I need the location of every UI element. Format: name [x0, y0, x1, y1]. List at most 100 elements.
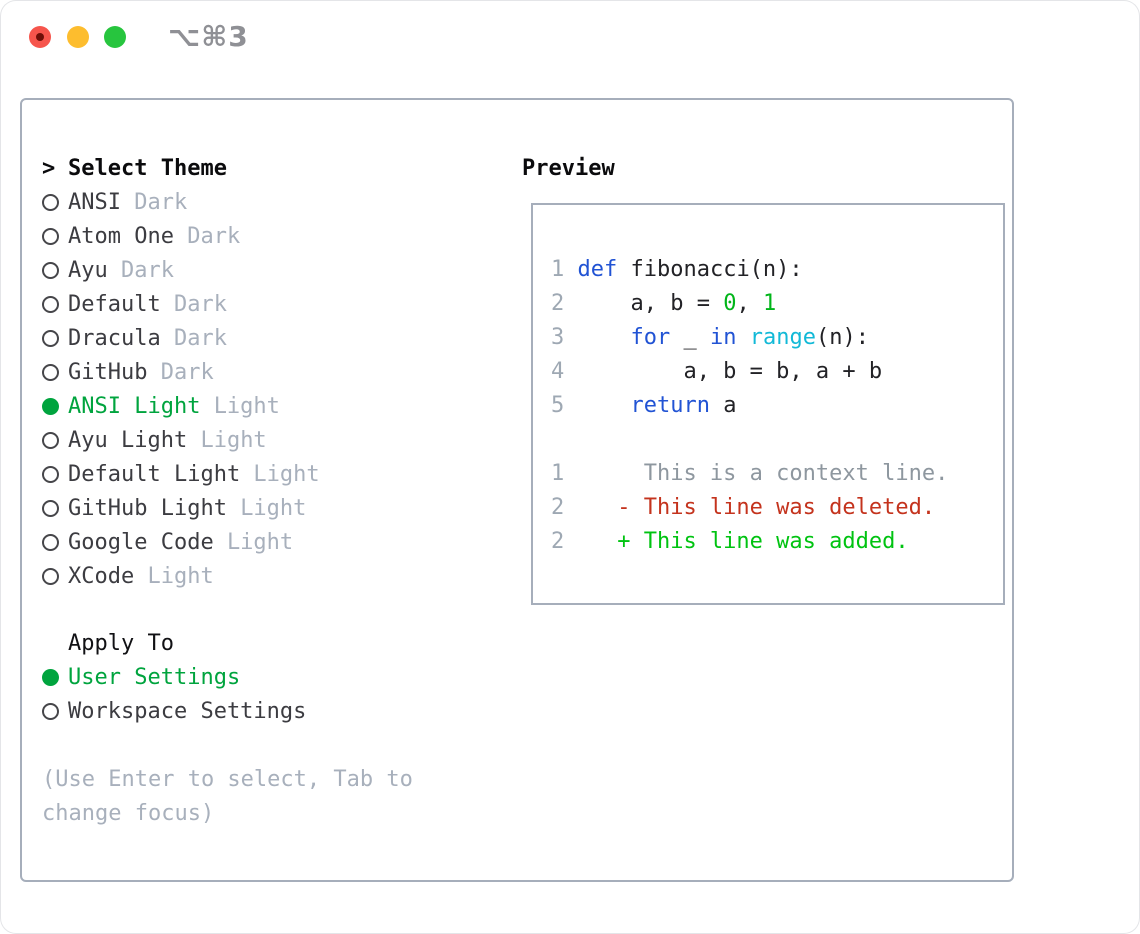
radio-unselected-icon: [42, 329, 68, 347]
code-text: [577, 393, 630, 418]
radio-unselected-icon: [42, 465, 68, 483]
radio-unselected-icon: [42, 363, 68, 381]
theme-option-ayu-dark[interactable]: Ayu Dark: [42, 253, 413, 287]
radio-unselected-icon: [42, 261, 68, 279]
radio-unselected-icon: [42, 533, 68, 551]
zoom-button-icon[interactable]: [104, 26, 126, 48]
close-button-icon[interactable]: [29, 26, 51, 48]
apply-option-label: User Settings: [68, 664, 241, 690]
diff-deleted-line: 2 - This line was deleted.: [551, 490, 985, 524]
theme-option-google-code-light[interactable]: Google Code Light: [42, 525, 413, 559]
line-number: 2: [551, 290, 565, 316]
code-keyword: return: [630, 392, 710, 418]
code-number: 0: [723, 290, 737, 316]
theme-name: ANSI: [68, 189, 121, 215]
theme-tag: Light: [213, 393, 280, 419]
theme-option-ansi-dark[interactable]: ANSI Dark: [42, 185, 413, 219]
line-number: 2: [551, 528, 565, 554]
spacer: [42, 593, 413, 626]
theme-list: > Select Theme ANSI Dark Atom One Dark A…: [42, 151, 413, 830]
cursor-icon: >: [42, 155, 56, 181]
theme-name: Ayu: [68, 257, 108, 283]
theme-name: Default Light: [68, 461, 241, 487]
theme-tag: Light: [147, 563, 214, 589]
code-line: 2 a, b = 0, 1: [551, 286, 985, 320]
diff-context-line: 1 This is a context line.: [551, 456, 985, 490]
radio-unselected-icon: [42, 295, 68, 313]
line-number: 5: [551, 392, 565, 418]
line-number: 1: [551, 460, 565, 486]
diff-added-line: 2 + This line was added.: [551, 524, 985, 558]
diff-context-text: This is a context line.: [577, 460, 949, 486]
line-number: 2: [551, 494, 565, 520]
code-line: 5 return a: [551, 388, 985, 422]
code-keyword: for: [630, 324, 671, 350]
line-number: 4: [551, 358, 565, 384]
diff-added-text: + This line was added.: [577, 528, 909, 554]
code-text: a, b = b, a + b: [577, 358, 883, 384]
theme-picker-panel: > Select Theme ANSI Dark Atom One Dark A…: [20, 98, 1014, 882]
theme-tag: Dark: [173, 291, 227, 317]
diff-deleted-text: - This line was deleted.: [577, 494, 936, 520]
theme-option-dracula-dark[interactable]: Dracula Dark: [42, 321, 413, 355]
radio-selected-icon: [42, 397, 68, 415]
code-text: _: [670, 324, 710, 350]
code-text: a, b =: [577, 290, 724, 316]
code-text: fibonacci(n):: [617, 256, 803, 282]
theme-option-ansi-light[interactable]: ANSI Light Light: [42, 389, 413, 423]
radio-selected-icon: [42, 668, 68, 686]
code-preview-box: 1 def fibonacci(n): 2 a, b = 0, 1 3 for _…: [531, 203, 1005, 605]
theme-name: Atom One: [68, 223, 174, 249]
apply-option-label: Workspace Settings: [68, 698, 307, 724]
apply-to-header: Apply To: [68, 630, 174, 656]
code-number: 1: [762, 290, 777, 316]
line-number: 3: [551, 324, 565, 350]
theme-tag: Light: [240, 495, 307, 521]
theme-tag: Dark: [120, 257, 174, 283]
code-text: a: [709, 392, 737, 418]
theme-option-default-light[interactable]: Default Light Light: [42, 457, 413, 491]
minimize-button-icon[interactable]: [67, 26, 89, 48]
theme-tag: Light: [200, 427, 267, 453]
radio-unselected-icon: [42, 193, 68, 211]
theme-option-atom-one-dark[interactable]: Atom One Dark: [42, 219, 413, 253]
theme-option-github-light[interactable]: GitHub Light Light: [42, 491, 413, 525]
theme-tag: Dark: [160, 359, 214, 385]
radio-unselected-icon: [42, 227, 68, 245]
theme-name: XCode: [68, 563, 135, 589]
theme-option-github-dark[interactable]: GitHub Dark: [42, 355, 413, 389]
theme-name: Default: [68, 291, 161, 317]
radio-unselected-icon: [42, 499, 68, 517]
line-number: 1: [551, 256, 565, 282]
theme-name: GitHub: [68, 359, 148, 385]
code-text: (n):: [815, 324, 869, 350]
code-text: [577, 325, 630, 350]
theme-tag: Light: [253, 461, 320, 487]
help-text-line-1: (Use Enter to select, Tab to: [42, 766, 413, 792]
radio-unselected-icon: [42, 431, 68, 449]
radio-unselected-icon: [42, 567, 68, 585]
apply-option-workspace-settings[interactable]: Workspace Settings: [42, 694, 413, 728]
theme-name: GitHub Light: [68, 495, 227, 521]
code-line: 3 for _ in range(n):: [551, 320, 985, 354]
code-keyword: def: [577, 256, 618, 282]
code-builtin: range: [749, 324, 816, 350]
code-line: 4 a, b = b, a + b: [551, 354, 985, 388]
theme-name: Google Code: [68, 529, 214, 555]
titlebar: ⌥⌘3: [0, 0, 1140, 74]
theme-option-ayu-light[interactable]: Ayu Light Light: [42, 423, 413, 457]
theme-option-default-dark[interactable]: Default Dark: [42, 287, 413, 321]
select-theme-header-row: > Select Theme: [42, 151, 413, 185]
spacer: [42, 728, 413, 762]
code-text: ,: [736, 290, 763, 316]
theme-tag: Dark: [187, 223, 241, 249]
theme-tag: Light: [226, 529, 294, 555]
help-text-line-2: change focus): [42, 800, 215, 826]
apply-to-header-row: Apply To: [42, 626, 413, 660]
apply-option-user-settings[interactable]: User Settings: [42, 660, 413, 694]
window-title: ⌥⌘3: [168, 20, 249, 53]
theme-option-xcode-light[interactable]: XCode Light: [42, 559, 413, 593]
theme-name: Ayu Light: [68, 427, 188, 453]
